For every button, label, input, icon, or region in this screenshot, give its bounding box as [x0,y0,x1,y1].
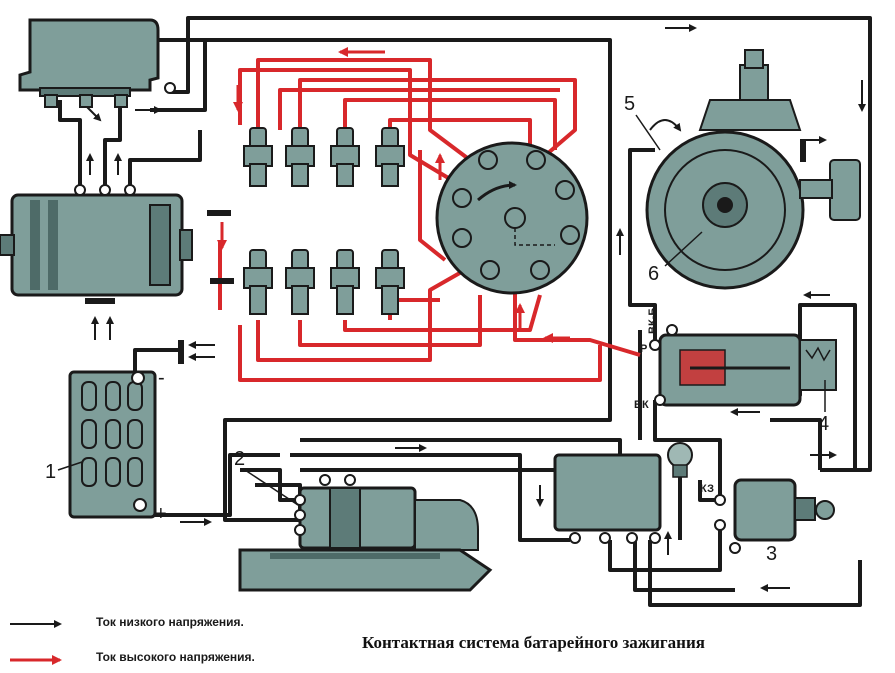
spark-plug [375,127,405,187]
legend-arrows [10,620,62,665]
legend-high-voltage-text: Ток высокого напряжения. [96,650,255,664]
label-1: 1 [45,461,56,483]
spark-plug [243,249,273,315]
spark-plug [285,127,315,187]
starter [238,474,493,592]
high-voltage-arrows [217,47,570,343]
additional-relay [553,453,662,544]
label-4: 4 [818,413,829,435]
low-voltage-arrows [79,24,866,592]
legend-low-voltage-text: Ток низкого напряжения. [96,615,244,629]
label-3: 3 [766,543,777,565]
spark-plug [330,249,360,315]
ignition-coil [649,324,837,407]
label-2: 2 [234,448,245,470]
indicator-lamp [667,442,693,478]
spark-plugs-top [243,127,405,187]
component-labels: 1 2 3 4 5 6 ВК-Б Р ВК КЗ - + [45,93,829,565]
voltage-regulator [18,18,176,108]
spark-plug [243,127,273,187]
spark-plugs-bottom [243,249,405,315]
spark-plug [330,127,360,187]
distributor-breaker [645,49,861,290]
distributor-cap [435,141,589,295]
terminal-vk-b: ВК-Б [647,308,659,334]
ground-symbols [178,210,234,364]
terminal-r: Р [640,343,647,355]
spark-plug [375,249,405,315]
battery-plus: + [155,503,167,525]
label-5: 5 [624,93,635,115]
terminal-vk: ВК [634,399,649,411]
generator [0,184,193,304]
battery [68,370,157,519]
diagram-caption: Контактная система батарейного зажигания [362,633,705,652]
label-6: 6 [648,263,659,285]
ignition-switch [714,478,835,554]
terminal-kz: КЗ [700,483,714,495]
spark-plug [285,249,315,315]
battery-minus: - [158,367,165,389]
